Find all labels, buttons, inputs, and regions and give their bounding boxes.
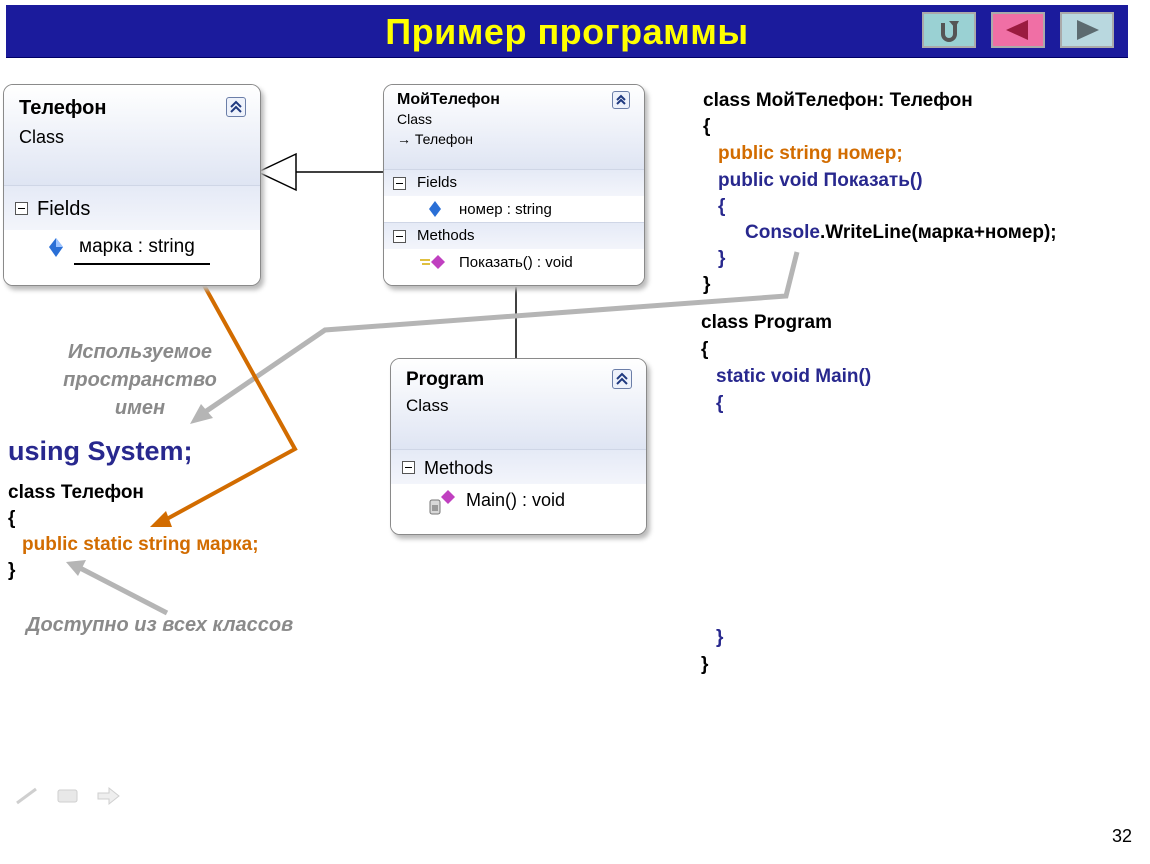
- title-bar: Пример программы: [6, 5, 1128, 58]
- fields-section[interactable]: Fields: [4, 185, 260, 230]
- code-line-field: public string номер;: [718, 143, 903, 164]
- code-line: }: [716, 627, 724, 648]
- methods-label: Methods: [417, 227, 475, 244]
- access-arrow: [78, 565, 169, 616]
- return-button[interactable]: [922, 12, 976, 48]
- code-line: class Телефон: [8, 482, 144, 503]
- class-name: Program: [406, 369, 485, 390]
- fields-label: Fields: [417, 174, 458, 191]
- arrow-right-icon[interactable]: [96, 786, 122, 806]
- methods-label: Methods: [424, 458, 494, 478]
- minus-icon: [393, 230, 406, 243]
- previous-slide-button[interactable]: [991, 12, 1045, 48]
- field-icon: [49, 238, 63, 257]
- code-line: }: [703, 274, 711, 295]
- using-statement: using System;: [8, 436, 193, 466]
- inheritance-arrowhead: [256, 152, 297, 192]
- return-icon: [941, 21, 959, 42]
- code-line-writeline: Console.WriteLine(марка+номер);: [745, 222, 1057, 243]
- class-moytelefon[interactable]: МойТелефон Class → Телефон Fields номер …: [383, 84, 645, 286]
- code-line: {: [8, 508, 16, 529]
- methods-section[interactable]: Methods: [391, 449, 646, 484]
- methods-section[interactable]: Methods: [384, 222, 644, 249]
- arrow-left-icon: [1006, 20, 1028, 40]
- class-name: МойТелефон: [397, 91, 500, 108]
- menu-icon[interactable]: [56, 786, 80, 806]
- collapse-toggle[interactable]: [612, 369, 632, 389]
- code-line: {: [718, 196, 726, 217]
- class-program[interactable]: Program Class Methods Main() : void: [390, 358, 647, 535]
- console-token: Console: [745, 222, 820, 243]
- double-chevron-up-icon: [616, 94, 626, 105]
- static-method-icon: [429, 490, 455, 515]
- class-telefon[interactable]: Телефон Class Fields марка : string: [3, 84, 261, 286]
- next-slide-button[interactable]: [1060, 12, 1114, 48]
- minus-icon: [402, 461, 415, 474]
- code-line: class МойТелефон: Телефон: [703, 90, 973, 111]
- double-chevron-up-icon: [230, 100, 242, 113]
- code-line: static void Main(): [716, 366, 872, 387]
- method-pokazat[interactable]: Показать() : void: [459, 254, 573, 271]
- code-line: {: [716, 393, 724, 414]
- access-arrowhead: [66, 560, 86, 576]
- code-line: }: [701, 654, 709, 675]
- slide-title: Пример программы: [385, 11, 749, 52]
- collapse-toggle[interactable]: [226, 97, 246, 117]
- method-icon: [420, 255, 445, 269]
- access-label: Доступно из всех классов: [26, 614, 294, 636]
- namespace-arrow: [203, 251, 800, 415]
- code-line: class Program: [701, 312, 832, 333]
- class-type: Class: [397, 111, 433, 127]
- pen-icon[interactable]: [14, 786, 40, 806]
- arrow-right-icon: [1077, 20, 1099, 40]
- namespace-label: Используемое пространство имен: [63, 341, 217, 419]
- code-line: public void Показать(): [718, 170, 923, 191]
- minus-icon: [393, 177, 406, 190]
- page-number: 32: [1112, 826, 1133, 846]
- code-line: {: [701, 339, 709, 360]
- namespace-arrowhead: [190, 404, 213, 424]
- field-arrowhead: [150, 511, 172, 527]
- inherits-arrow-icon: →: [397, 131, 411, 147]
- code-line: }: [8, 560, 16, 581]
- field-arrow: [164, 277, 298, 522]
- class-name: Телефон: [19, 97, 107, 119]
- minus-icon: [15, 202, 28, 215]
- fields-section[interactable]: Fields: [384, 169, 644, 196]
- collapse-toggle[interactable]: [612, 91, 630, 109]
- field-underline: [74, 263, 210, 265]
- method-main[interactable]: Main() : void: [466, 490, 566, 510]
- code-line: {: [703, 116, 711, 137]
- field-nomer[interactable]: номер : string: [459, 201, 552, 218]
- class-type: Class: [406, 396, 449, 415]
- code-line-static-field: public static string марка;: [22, 534, 259, 555]
- fields-label: Fields: [37, 198, 91, 220]
- code-line: }: [718, 248, 726, 269]
- double-chevron-up-icon: [616, 372, 628, 385]
- base-class: → Телефон: [397, 131, 473, 147]
- class-type: Class: [19, 127, 65, 147]
- field-marka[interactable]: марка : string: [79, 236, 195, 257]
- field-icon: [429, 201, 441, 217]
